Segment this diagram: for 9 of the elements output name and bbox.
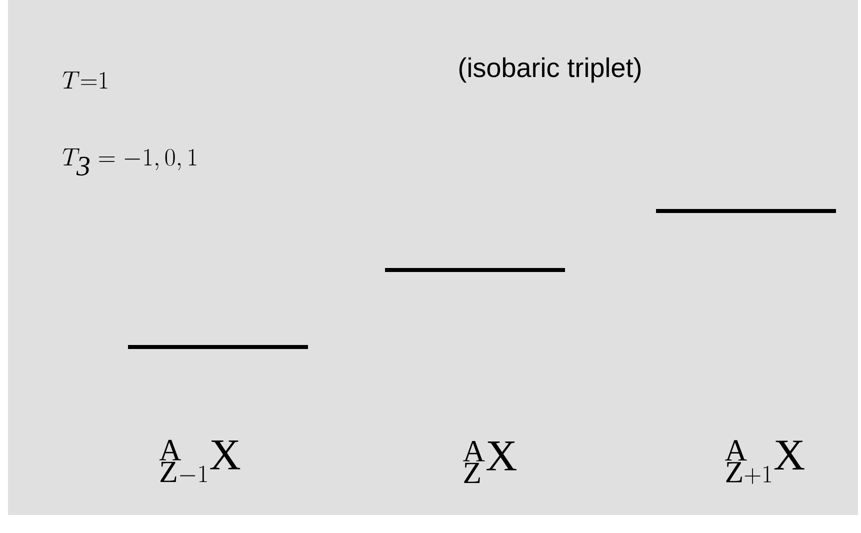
energy-level (128, 345, 308, 349)
nuclide-label: ${}^{\mathrm{A}}_{\mathrm{Z}}\mathrm{X}$ (463, 440, 516, 484)
quantum-number: $T_{\mathit{3}} = -1,0,1$ (62, 148, 196, 176)
nuclide-label: ${}^{\mathrm{A}}_{\mathrm{Z}-1}\mathrm{X}$ (159, 440, 240, 482)
nuclide-label: ${}^{\mathrm{A}}_{\mathrm{Z}+1}\mathrm{X}$ (725, 440, 804, 484)
multiplet-label: (isobaric triplet) (459, 57, 641, 83)
quantum-number: $T{=}1$ (62, 72, 108, 88)
energy-level (385, 268, 565, 272)
energy-level (656, 209, 836, 213)
